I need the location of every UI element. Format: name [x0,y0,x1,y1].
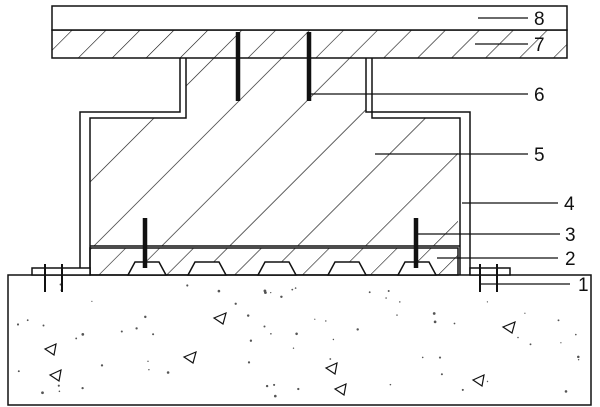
callout-label-6: 6 [534,85,545,106]
concrete-speckle [577,355,580,359]
concrete-speckle [249,339,253,342]
concrete-speckle [389,383,392,386]
concrete-speckle [529,343,532,346]
concrete-speckle [387,290,390,292]
anchor-studs [142,32,419,268]
base-embedded-plate [89,247,459,276]
concrete-speckle [144,315,147,319]
concrete-speckle [263,289,267,293]
concrete-speckle [368,291,371,294]
concrete-speckle [421,356,424,359]
concrete-speckle [100,364,104,367]
callout-label-5: 5 [534,145,545,166]
callout-leaders [310,17,570,285]
callout-label-7: 7 [534,35,545,56]
concrete-speckle [396,314,398,316]
concrete-speckle [75,337,78,340]
concrete-speckle [399,301,401,303]
aggregate-triangles [43,311,516,397]
callout-label-2: 2 [565,249,576,270]
concrete-speckle [385,297,387,299]
anchor-bolts [44,264,498,292]
concrete-speckle [265,384,269,388]
concrete-speckle [524,312,526,314]
concrete-speckle [517,336,519,339]
concrete-speckle [91,300,93,302]
concrete-speckle [297,387,300,391]
base-shear-keys [126,261,438,276]
concrete-speckle [486,380,489,383]
concrete-speckle [280,295,283,299]
concrete-speckle [166,371,170,374]
concrete-speckle [564,390,568,393]
concrete-speckle [217,289,221,293]
concrete-speckle [58,390,61,393]
concrete-speckle [560,342,562,344]
concrete-speckle [57,384,60,387]
concrete-speckle [270,332,272,335]
concrete-speckle [234,302,237,305]
concrete-speckle [440,373,443,376]
concrete-speckle [575,333,577,336]
concrete-speckles [16,283,580,398]
callout-label-4: 4 [564,194,575,215]
concrete-speckle [273,383,276,386]
concrete-speckle [329,358,332,360]
concrete-speckle [294,287,297,289]
concrete-speckle [17,370,20,373]
concrete-speckle [314,318,316,320]
callout-labels: 1 2 3 4 5 6 7 8 [534,9,589,296]
concrete-speckle [461,388,464,391]
concrete-speckle [295,332,298,336]
concrete-speckle [292,347,295,349]
concrete-speckle [42,324,45,327]
concrete-speckle [263,325,266,328]
concrete-speckle [291,288,294,291]
concrete-speckle [577,358,580,361]
concrete-speckle [148,368,150,371]
concrete-speckle [325,320,327,322]
concrete-speckle [120,330,123,333]
concrete-speckle [246,314,250,317]
concrete-speckle [438,356,442,359]
concrete-speckle [432,312,436,315]
concrete-speckle [16,323,20,326]
concrete-speckle [433,320,437,324]
concrete-speckle [486,301,489,303]
bearing-core-block [90,58,458,246]
concrete-speckle [26,319,29,322]
concrete-speckle [152,333,155,336]
concrete-speckle [147,360,149,363]
concrete-speckle [270,291,272,294]
concrete-speckle [81,333,85,336]
concrete-speckle [81,386,84,390]
callout-label-3: 3 [565,225,576,246]
concrete-speckle [332,338,335,341]
callout-label-8: 8 [534,9,545,30]
concrete-speckle [41,391,44,395]
concrete-speckle [273,394,277,398]
concrete-foundation [7,274,592,406]
concrete-speckle [247,361,251,364]
concrete-speckle [453,322,456,325]
concrete-speckle [186,284,189,287]
concrete-speckle [356,328,359,331]
concrete-speckle [557,319,560,322]
concrete-speckle [135,327,138,330]
callout-label-1: 1 [578,275,589,296]
